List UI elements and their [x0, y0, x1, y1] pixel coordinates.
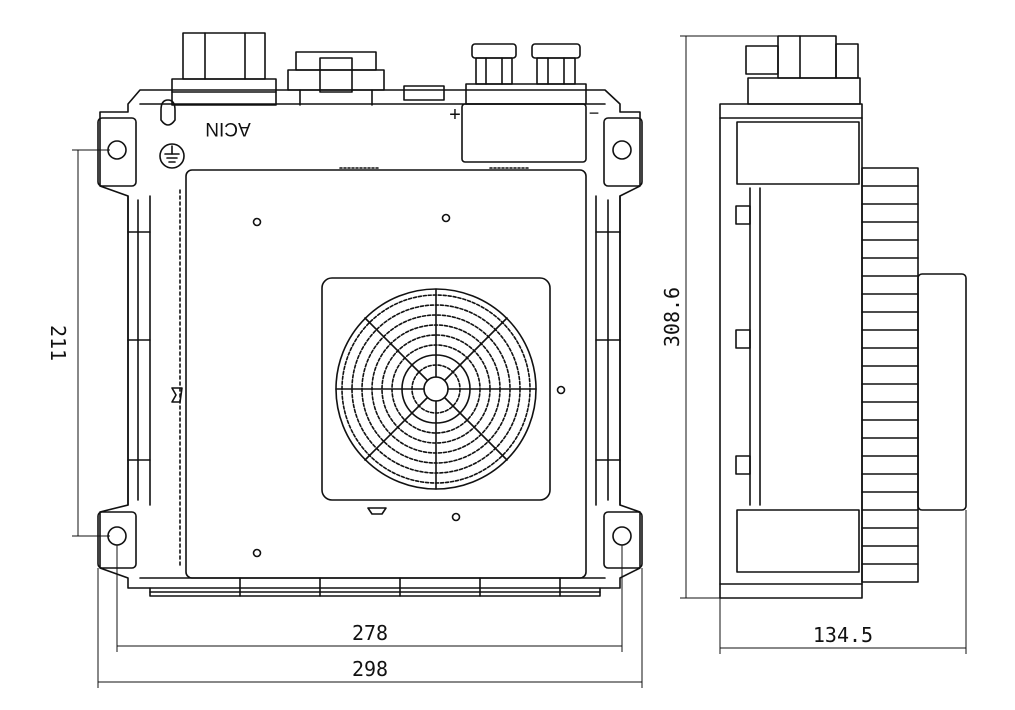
minus-symbol: − — [589, 103, 600, 123]
drain-hole — [160, 99, 176, 126]
side-view — [719, 35, 967, 599]
right-side-rail — [595, 195, 621, 506]
mount-hole-top-left — [107, 140, 127, 160]
mount-hole-bottom-right — [612, 526, 632, 546]
mount-tab-top-right — [603, 117, 643, 187]
dim-label-211: 211 — [46, 325, 70, 361]
side-bracket-top — [736, 121, 860, 185]
dc-connector-base — [465, 83, 587, 105]
dc-terminal-cover — [461, 103, 587, 163]
side-connector — [745, 35, 861, 105]
side-bracket-bottom — [736, 509, 860, 573]
dim-label-278: 278 — [352, 621, 388, 645]
screw — [451, 512, 461, 522]
screw — [556, 385, 566, 395]
ground-symbol-icon — [159, 143, 185, 169]
dc-plus-connector — [471, 43, 517, 85]
mount-tab-top-left — [97, 117, 137, 187]
mount-hole-top-right — [612, 140, 632, 160]
fan-grille — [335, 288, 537, 490]
mount-tab-bottom-right — [603, 511, 643, 569]
ac-connector — [171, 32, 277, 106]
center-connector — [287, 51, 445, 106]
dc-minus-connector — [531, 43, 581, 85]
bottom-ribs — [139, 577, 606, 597]
front-view — [97, 32, 643, 597]
heatsink — [861, 167, 919, 583]
housing-outline — [99, 89, 641, 589]
main-panel — [185, 169, 587, 579]
left-side-rail — [127, 195, 151, 506]
plus-symbol: + — [449, 104, 461, 126]
acin-label: ACIN — [205, 118, 250, 139]
screw — [441, 213, 451, 223]
screw — [252, 217, 262, 227]
screw — [252, 548, 262, 558]
side-fan-housing — [917, 273, 967, 511]
heatsink-fins — [861, 185, 919, 565]
mount-hole-bottom-left — [107, 526, 127, 546]
dim-label-298: 298 — [352, 657, 388, 681]
dim-label-308-6: 308.6 — [660, 287, 684, 347]
dim-label-134-5: 134.5 — [813, 623, 873, 647]
fan-frame — [321, 277, 551, 501]
side-body — [719, 103, 863, 599]
